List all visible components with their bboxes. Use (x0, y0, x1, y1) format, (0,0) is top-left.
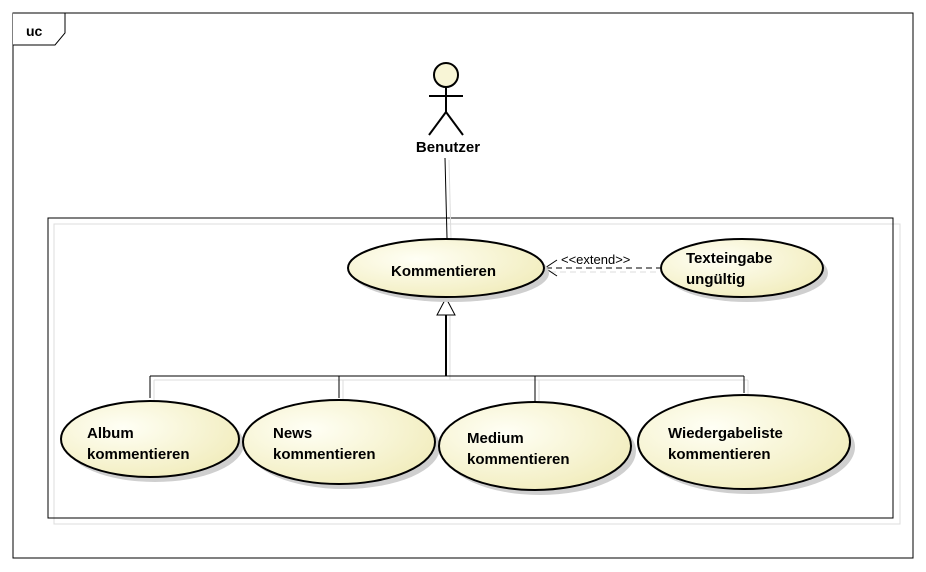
usecase-ellipse (438, 401, 632, 491)
usecase-ellipse (242, 399, 436, 485)
usecase-medium[interactable]: Medium kommentieren (438, 401, 636, 495)
usecase-ellipse (60, 400, 240, 478)
usecase-texteingabe[interactable]: Texteingabe ungültig (660, 238, 828, 302)
extend-label: <<extend>> (561, 252, 630, 267)
usecase-ellipse (637, 394, 851, 490)
stick-figure-icon (428, 62, 464, 136)
usecase-label-line: kommentieren (467, 451, 570, 468)
generalization-arrowhead (436, 296, 456, 316)
usecase-label-line: kommentieren (273, 446, 376, 463)
frame-label: uc (26, 23, 43, 39)
actor-benutzer[interactable]: Benutzer (416, 62, 480, 156)
usecase-ellipse (347, 238, 545, 298)
usecase-news[interactable]: News kommentieren (242, 399, 440, 489)
generalization-tree (149, 296, 749, 407)
usecase-label-line: Wiedergabeliste (668, 425, 783, 442)
usecase-kommentieren[interactable]: Kommentieren (347, 238, 549, 302)
actor-label: Benutzer (416, 139, 480, 156)
usecase-label-line: Texteingabe (686, 250, 772, 267)
usecase-label-line: kommentieren (87, 446, 190, 463)
usecase-label-line: kommentieren (668, 446, 771, 463)
usecase-label-line: Album (87, 425, 134, 442)
extend-relation: <<extend>> (544, 252, 665, 277)
usecase-label-line: ungültig (686, 271, 745, 288)
usecase-ellipse (660, 238, 824, 298)
usecase-label-line: News (273, 425, 312, 442)
usecase-label-line: Kommentieren (391, 263, 496, 280)
usecase-wiedergabeliste[interactable]: Wiedergabeliste kommentieren (637, 394, 855, 494)
system-boundary (47, 217, 901, 525)
uc-frame: uc (12, 12, 914, 559)
usecase-album[interactable]: Album kommentieren (60, 400, 244, 482)
association-line (444, 157, 452, 241)
usecase-label-line: Medium (467, 430, 524, 447)
